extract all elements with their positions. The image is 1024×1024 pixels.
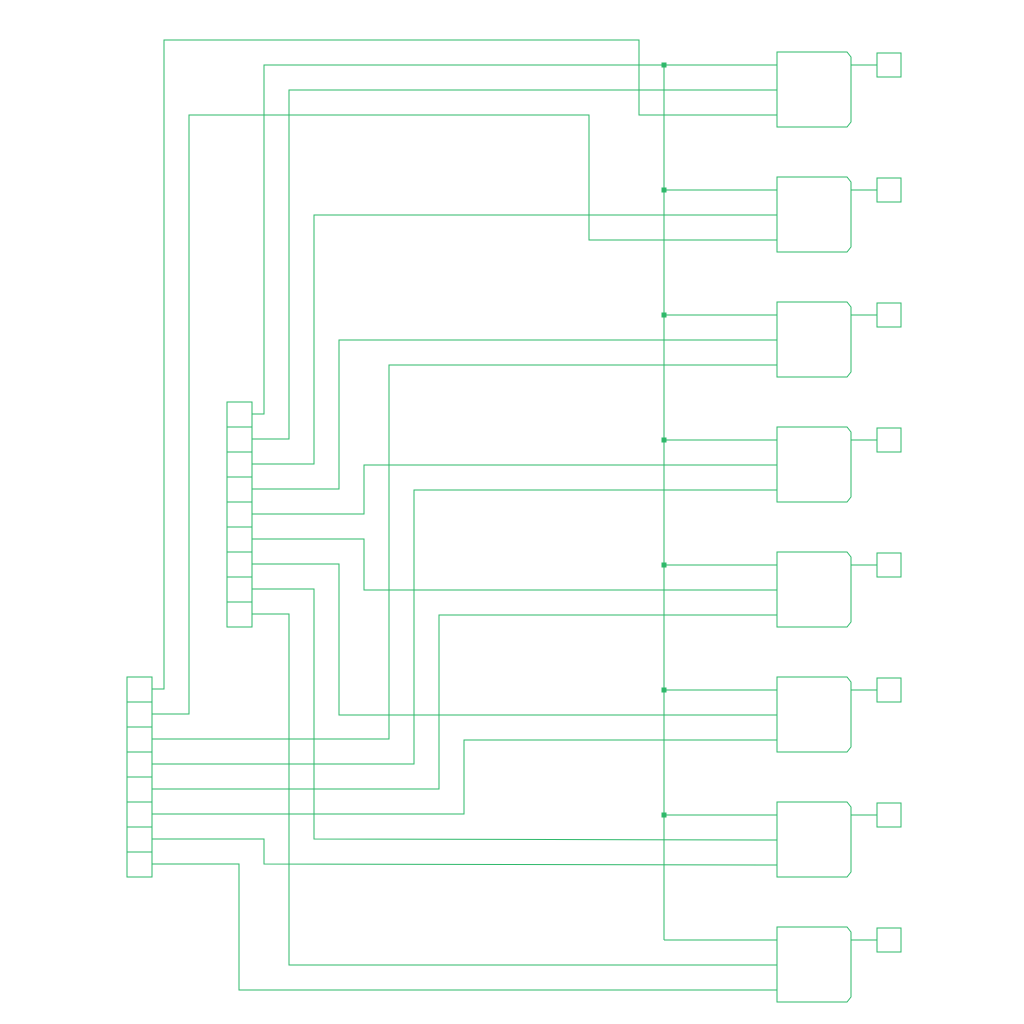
input-bus-top-pin xyxy=(226,601,253,628)
component-layer xyxy=(126,51,902,1003)
input-bus-bottom-pin xyxy=(126,701,153,728)
output-pin xyxy=(876,302,902,328)
input-bus-bottom-pin xyxy=(126,751,153,778)
input-bus-top-pin xyxy=(226,576,253,603)
wire xyxy=(252,214,777,465)
wire xyxy=(152,614,777,790)
input-bus-top-pin xyxy=(226,551,253,578)
output-pin xyxy=(876,52,902,78)
junction-layer xyxy=(661,62,667,818)
output-pin xyxy=(876,552,902,578)
wire xyxy=(252,538,777,591)
gate xyxy=(776,676,852,753)
input-bus-top-pin xyxy=(226,426,253,453)
wire xyxy=(152,838,778,866)
gate xyxy=(776,51,852,128)
wire xyxy=(152,489,777,765)
wire xyxy=(252,464,777,515)
input-bus-bottom-pin xyxy=(126,801,153,828)
input-bus-top-pin xyxy=(226,451,253,478)
input-bus-bottom-pin xyxy=(126,726,153,753)
wire xyxy=(252,588,778,841)
wire xyxy=(152,364,777,740)
wire-layer xyxy=(152,39,877,991)
wire xyxy=(252,89,777,440)
input-bus-top-pin xyxy=(226,476,253,503)
gate xyxy=(776,801,852,878)
output-pin xyxy=(876,802,902,828)
output-pin xyxy=(876,927,902,953)
gate xyxy=(776,551,852,628)
input-bus-top-pin xyxy=(226,526,253,553)
gate xyxy=(776,426,852,503)
wire xyxy=(152,39,777,690)
input-bus-bottom-pin xyxy=(126,676,153,703)
junction-dot xyxy=(661,437,667,443)
input-bus-bottom-pin xyxy=(126,826,153,853)
wire xyxy=(252,613,777,966)
input-bus-top-pin xyxy=(226,501,253,528)
junction-dot xyxy=(661,187,667,193)
junction-dot xyxy=(661,312,667,318)
junction-dot xyxy=(661,62,667,68)
gate xyxy=(776,926,852,1003)
input-bus-bottom-pin xyxy=(126,851,153,878)
output-pin xyxy=(876,677,902,703)
wire xyxy=(252,64,777,415)
input-bus-top-pin xyxy=(226,401,253,428)
junction-dot xyxy=(661,562,667,568)
output-pin xyxy=(876,427,902,453)
wire xyxy=(152,739,777,815)
gate xyxy=(776,176,852,253)
wire xyxy=(252,563,777,716)
input-bus-bottom-pin xyxy=(126,776,153,803)
junction-dot xyxy=(661,812,667,818)
gate xyxy=(776,301,852,378)
output-pin xyxy=(876,177,902,203)
wire xyxy=(252,339,777,490)
wire xyxy=(152,114,777,715)
junction-dot xyxy=(661,687,667,693)
wire xyxy=(152,863,777,991)
